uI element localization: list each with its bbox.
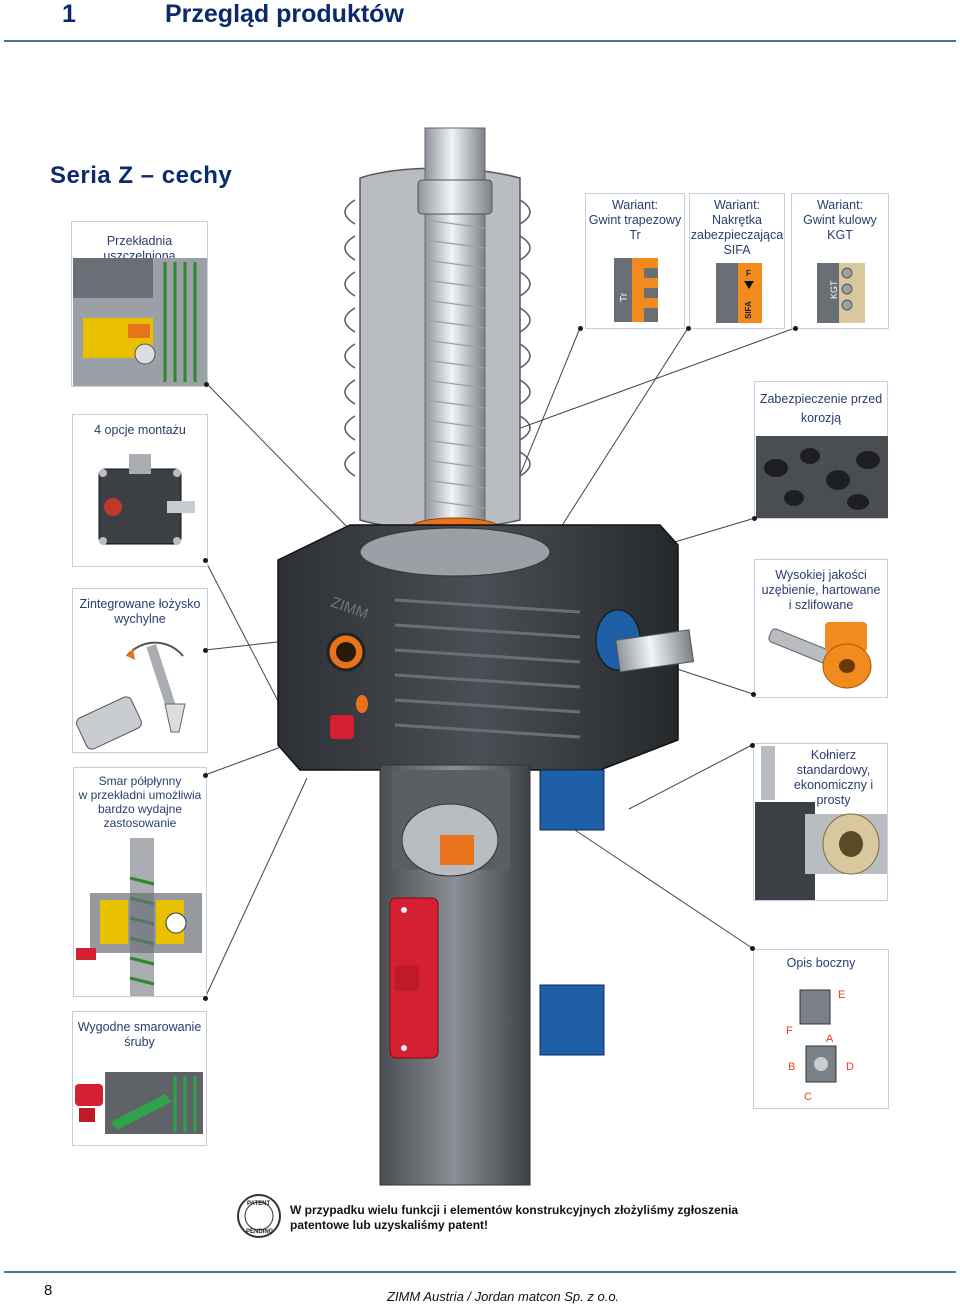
patent-badge-bottom: PENDING: [246, 1229, 274, 1235]
variant-label: Wariant: Gwint kulowy KGT: [803, 198, 877, 242]
feature-box-side-view: Opis boczny E F A B D C: [753, 949, 889, 1109]
tr-thread-thumbnail: Tr: [614, 258, 658, 322]
flange-thumbnail: [755, 746, 887, 900]
side-label-b: B: [788, 1061, 795, 1073]
callout-dot: [204, 382, 209, 387]
side-label-c: C: [804, 1091, 812, 1103]
bearing-thumbnail: [76, 641, 186, 750]
patent-pending-badge: PATENT PENDING: [237, 1194, 281, 1238]
chapter-number: 1: [62, 0, 76, 28]
feature-box-grease: Smar półpłynny w przekładni umożliwia ba…: [73, 767, 207, 997]
variant-label: Wariant: Nakrętka zabezpieczająca SIFA: [690, 198, 784, 257]
feature-label: Kołnierz standardowy, ekonomiczny i pros…: [793, 748, 874, 807]
section-title: Seria Z – cechy: [50, 162, 233, 189]
callout-dot: [751, 692, 756, 697]
feature-label: Smar półpłynny w przekładni umożliwia ba…: [78, 774, 202, 830]
corrosion-thumbnail: [756, 436, 888, 518]
callout-dot: [203, 996, 208, 1001]
callout-dot: [203, 648, 208, 653]
variant-box-tr: Wariant: Gwint trapezowy Tr Tr: [585, 193, 685, 329]
callout-dot: [752, 516, 757, 521]
sealed-gear-thumbnail: [73, 258, 207, 386]
page-header: 1 Przegląd produktów: [0, 0, 960, 44]
callout-dot: [578, 326, 583, 331]
sifa-thumb-label: SIFA: [744, 301, 753, 319]
linear-actuator-illustration: ZIMM: [277, 127, 695, 1186]
tr-thumb-label: Tr: [619, 292, 630, 302]
footer-company: ZIMM Austria / Jordan matcon Sp. z o.o.: [387, 1289, 620, 1304]
kgt-thumb-label: KGT: [829, 280, 839, 299]
variant-box-kgt: Wariant: Gwint kulowy KGT KGT: [791, 193, 889, 329]
header-divider: [4, 40, 956, 42]
sifa-f-label: F: [746, 269, 751, 278]
gearing-thumbnail: [768, 622, 872, 689]
side-label-e: E: [838, 989, 845, 1001]
callout-dot: [750, 743, 755, 748]
chapter-title: Przegląd produktów: [165, 0, 404, 28]
callout-dot: [686, 326, 691, 331]
mounting-thumbnail: [98, 454, 195, 545]
patent-badge-top: PATENT: [247, 1201, 270, 1207]
callout-dot: [750, 946, 755, 951]
side-label-f: F: [786, 1025, 793, 1037]
side-view-thumbnail: E F A B D C: [786, 989, 854, 1103]
kgt-ball-thread-thumbnail: KGT: [817, 263, 865, 323]
variant-box-sifa: Wariant: Nakrętka zabezpieczająca SIFA F…: [689, 193, 785, 329]
variant-label: Wariant: Gwint trapezowy Tr: [588, 198, 682, 242]
side-label-a: A: [826, 1033, 834, 1045]
feature-box-gearing: Wysokiej jakości uzębienie, hartowane i …: [754, 559, 888, 698]
feature-label: Zabezpieczenie przed korozją: [759, 392, 883, 425]
feature-label: Zintegrowane łożysko wychylne: [79, 597, 201, 626]
callout-dot: [793, 326, 798, 331]
footer-divider: [4, 1271, 956, 1273]
feature-label: Wysokiej jakości uzębienie, hartowane i …: [761, 568, 881, 612]
feature-box-bearing: Zintegrowane łożysko wychylne: [72, 588, 208, 753]
lubrication-thumbnail: [75, 1072, 203, 1134]
side-label-d: D: [846, 1061, 854, 1073]
grease-thumbnail: [76, 838, 202, 996]
feature-box-corrosion: Zabezpieczenie przed korozją: [754, 381, 888, 519]
callout-dot: [203, 558, 208, 563]
feature-box-sealed-gear: Przekładnia uszczelniona: [71, 221, 208, 387]
sifa-nut-thumbnail: F SIFA: [716, 263, 762, 323]
feature-box-mounting: 4 opcje montażu: [72, 414, 208, 567]
feature-label: Opis boczny: [786, 956, 856, 970]
patent-note: W przypadku wielu funkcji i elementów ko…: [290, 1203, 739, 1232]
feature-box-flange: Kołnierz standardowy, ekonomiczny i pros…: [753, 743, 888, 901]
feature-label: 4 opcje montażu: [94, 423, 186, 437]
page-number: 8: [44, 1282, 53, 1299]
callout-dot: [203, 773, 208, 778]
feature-box-lubrication: Wygodne smarowanie śruby: [72, 1011, 207, 1146]
feature-label: Wygodne smarowanie śruby: [77, 1020, 202, 1049]
